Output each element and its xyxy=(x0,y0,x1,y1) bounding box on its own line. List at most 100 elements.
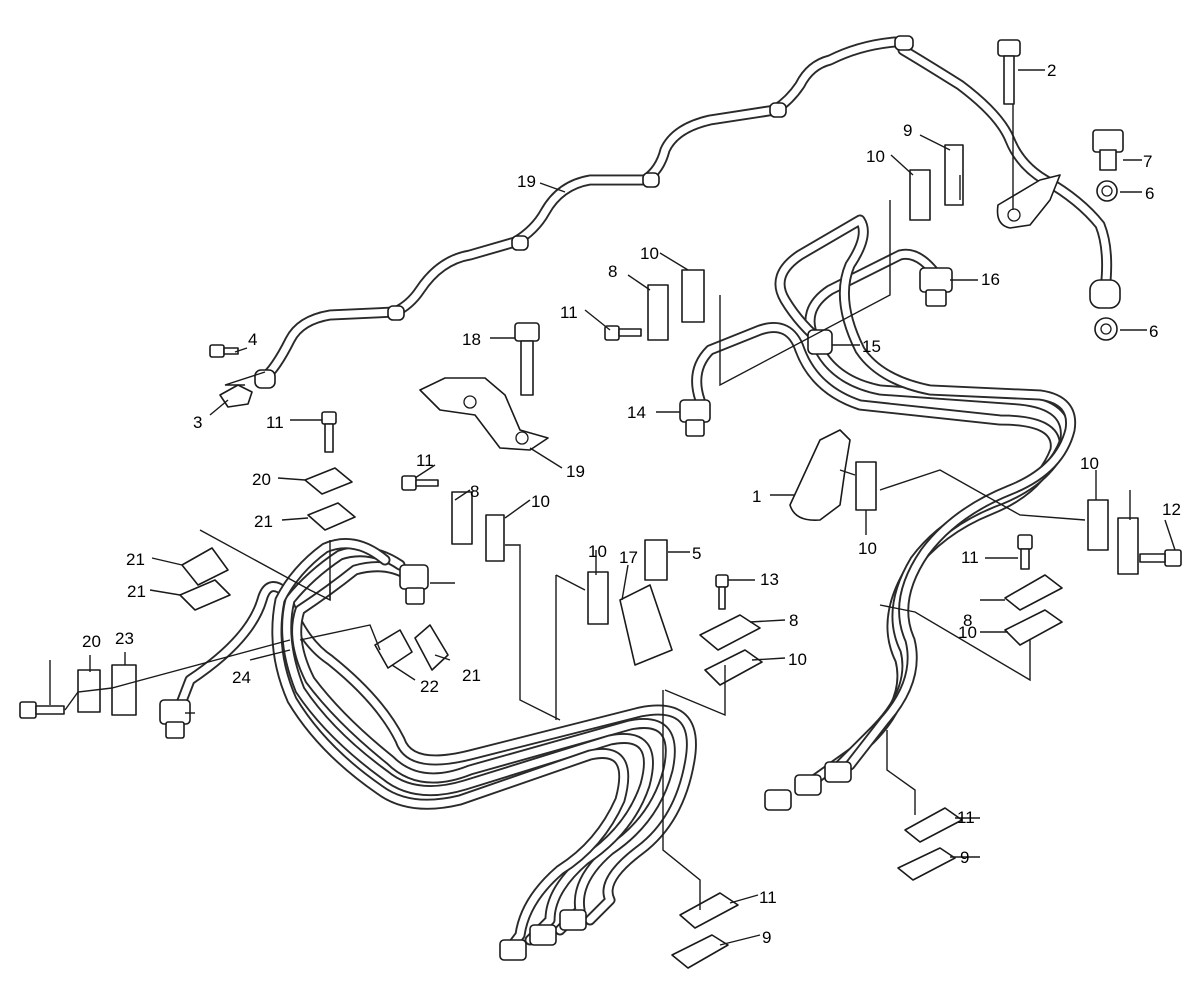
callout-10: 10 xyxy=(958,623,977,642)
banjo-fitting xyxy=(1089,279,1121,309)
bolt-4-head xyxy=(209,344,225,358)
callout-3: 3 xyxy=(193,413,202,432)
callout-4: 4 xyxy=(248,330,257,349)
injection-pipes xyxy=(174,36,1113,961)
bracket-15 xyxy=(619,584,673,666)
fitting-12-body xyxy=(685,419,705,437)
bolt-16-head xyxy=(514,322,540,342)
hardware xyxy=(19,39,1182,969)
leak-off-end xyxy=(254,369,276,389)
clamp-cushion-21 xyxy=(111,664,137,716)
callout-1: 1 xyxy=(752,487,761,506)
bolt-11-shank xyxy=(618,328,642,337)
clamp-cushion-10 xyxy=(679,892,739,929)
bolt-head xyxy=(997,39,1021,57)
bracket-hole xyxy=(463,395,477,409)
callout-17: 17 xyxy=(619,548,638,567)
clamp-plate-8 xyxy=(647,284,669,341)
callout-9: 9 xyxy=(960,848,969,867)
callout-9: 9 xyxy=(762,928,771,947)
callout-2: 2 xyxy=(1047,61,1056,80)
bracket-hole xyxy=(1007,208,1021,222)
clamp-plate-8 xyxy=(699,614,761,651)
callout-9: 9 xyxy=(903,121,912,140)
bolt-11-shank xyxy=(415,479,439,487)
clamp-cushion-10 xyxy=(909,169,931,221)
callout-21: 21 xyxy=(254,512,273,531)
clamp-cushion-10 xyxy=(1087,499,1109,551)
leak-off-joint xyxy=(511,235,529,251)
clamp-plate-8 xyxy=(451,491,473,545)
callout-11: 11 xyxy=(266,413,284,432)
bolt-11-shank xyxy=(1020,548,1030,570)
fitting-23-body xyxy=(405,587,425,605)
clamp-plate-20 xyxy=(179,579,231,611)
clamp-cushion-21 xyxy=(374,629,413,669)
bolt-11-head xyxy=(1017,534,1033,550)
pipe-end-nut xyxy=(529,924,557,946)
leak-off-end-top xyxy=(894,35,914,51)
bolt-11-shank xyxy=(1139,553,1166,563)
clamp-cushion-10 xyxy=(587,571,609,625)
fitting-14-nut xyxy=(919,267,953,293)
pipe-end-nut xyxy=(499,939,527,961)
bracket-18 xyxy=(419,377,549,451)
callout-21: 21 xyxy=(462,666,481,685)
clamp-cushion-21 xyxy=(181,547,229,586)
clamp-cushion-10 xyxy=(904,807,963,843)
clamp-cushion-10 xyxy=(681,269,705,323)
bolt-5 xyxy=(644,539,668,581)
callout-11: 11 xyxy=(759,888,777,907)
callout-5: 5 xyxy=(692,544,701,563)
bolt-11-shank xyxy=(35,705,65,715)
callout-21: 21 xyxy=(127,582,146,601)
bolt-11-head xyxy=(1164,549,1182,567)
callout-11: 11 xyxy=(560,303,578,322)
washer-hole xyxy=(1101,185,1113,197)
washer-hole xyxy=(1100,323,1112,335)
callout-12: 12 xyxy=(1162,500,1181,519)
clamp-plate-8 xyxy=(1117,517,1139,575)
clamp-cushion-21 xyxy=(307,502,356,531)
callout-8: 8 xyxy=(789,611,798,630)
fitting-13 xyxy=(807,329,833,355)
clamp-plate-9 xyxy=(897,847,956,881)
callout-8: 8 xyxy=(470,482,479,501)
callout-10: 10 xyxy=(866,147,885,166)
callout-10: 10 xyxy=(531,492,550,511)
callout-22: 22 xyxy=(420,677,439,696)
bolt-7-head xyxy=(1092,129,1124,153)
leak-off-joint xyxy=(642,172,660,188)
clamp-cushion-10 xyxy=(704,649,763,686)
callout-10: 10 xyxy=(1080,454,1099,473)
callout-6: 6 xyxy=(1145,184,1154,203)
callout-11: 11 xyxy=(957,808,975,827)
callout-16: 16 xyxy=(981,270,1000,289)
clamp-plate-20 xyxy=(414,624,449,671)
fitting-12-nut xyxy=(679,399,711,423)
callout-8: 8 xyxy=(963,611,972,630)
clamp-plate-8 xyxy=(1004,574,1063,611)
clamp-plate-19 xyxy=(304,467,353,495)
bolt-shank xyxy=(1003,55,1015,105)
leak-off-joint xyxy=(387,305,405,321)
bolt-11-head xyxy=(321,411,337,425)
clamp-plate-9 xyxy=(944,144,964,206)
fitting-24-body xyxy=(165,721,185,739)
bolt-16-shank xyxy=(520,340,534,396)
callout-6: 6 xyxy=(1149,322,1158,341)
callout-24: 24 xyxy=(232,668,251,687)
callout-11: 11 xyxy=(416,451,434,470)
callout-13: 13 xyxy=(760,570,779,589)
pipe-fittings xyxy=(159,35,1121,961)
callout-10: 10 xyxy=(640,244,659,263)
bolt-11-shank xyxy=(718,586,726,610)
fitting-23-nut xyxy=(399,564,429,590)
pipe-end-nut xyxy=(794,774,822,796)
callout-11: 11 xyxy=(961,548,979,567)
bolt-7-shank xyxy=(1099,149,1117,171)
bracket-1 xyxy=(789,429,851,522)
